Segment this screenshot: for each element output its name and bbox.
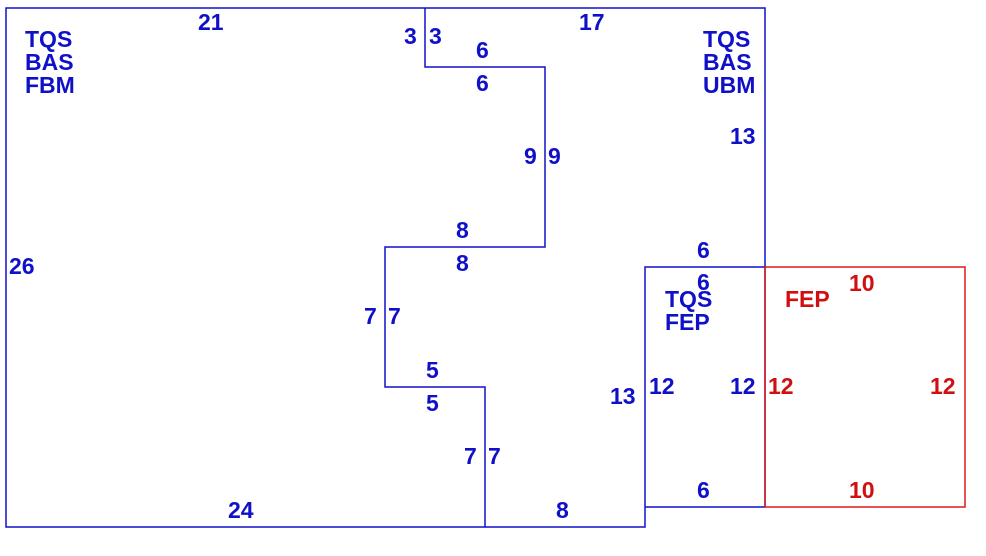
dimension-label: 12: [649, 373, 675, 399]
dimension-label: 3: [429, 23, 442, 49]
dimension-label: 17: [579, 9, 605, 35]
dimension-label: 6: [697, 269, 710, 295]
svg-text:UBM: UBM: [703, 72, 755, 98]
dimension-label: 7: [464, 443, 477, 469]
svg-text:TQS: TQS: [665, 286, 712, 312]
area-label-right: TQS BAS UBM: [703, 26, 755, 98]
dimension-label: 7: [364, 303, 377, 329]
dimension-label-red: 10: [849, 270, 875, 296]
dimension-label: 8: [556, 497, 569, 523]
area-label-small: TQS FEP: [665, 286, 712, 335]
outline-red-addition: [764, 266, 966, 508]
svg-text:FEP: FEP: [785, 286, 830, 312]
dimension-label: 6: [476, 70, 489, 96]
dimension-label: 7: [388, 303, 401, 329]
dimension-label-red: 12: [768, 373, 794, 399]
svg-text:BAS: BAS: [25, 49, 74, 75]
dimension-label-red: 10: [849, 477, 875, 503]
svg-text:BAS: BAS: [703, 49, 752, 75]
dimension-label: 6: [697, 477, 710, 503]
dimension-label: 7: [488, 443, 501, 469]
svg-text:FEP: FEP: [665, 309, 710, 335]
svg-text:TQS: TQS: [703, 26, 750, 52]
outline-right-section: [425, 7, 766, 267]
dimension-label: 9: [548, 143, 561, 169]
dimension-label: 9: [524, 143, 537, 169]
dimension-label: 8: [456, 217, 469, 243]
dimension-label: 12: [730, 373, 756, 399]
dimension-label: 5: [426, 357, 439, 383]
area-label-red: FEP: [785, 286, 830, 312]
dimension-label: 13: [730, 123, 756, 149]
outline-left-section: [5, 7, 546, 528]
dimension-label: 26: [9, 253, 35, 279]
dimension-label: 3: [404, 23, 417, 49]
dimension-label: 6: [697, 237, 710, 263]
dimension-label: 21: [198, 9, 224, 35]
svg-text:TQS: TQS: [25, 26, 72, 52]
dimension-label: 8: [456, 250, 469, 276]
dimension-label: 6: [476, 37, 489, 63]
outline-bottom-section: [485, 266, 766, 528]
dimension-label: 13: [610, 383, 636, 409]
svg-text:FBM: FBM: [25, 72, 75, 98]
area-label-left: TQS BAS FBM: [25, 26, 75, 98]
dimension-label: 5: [426, 390, 439, 416]
dimension-label: 24: [228, 497, 254, 523]
dimension-label-red: 12: [930, 373, 956, 399]
